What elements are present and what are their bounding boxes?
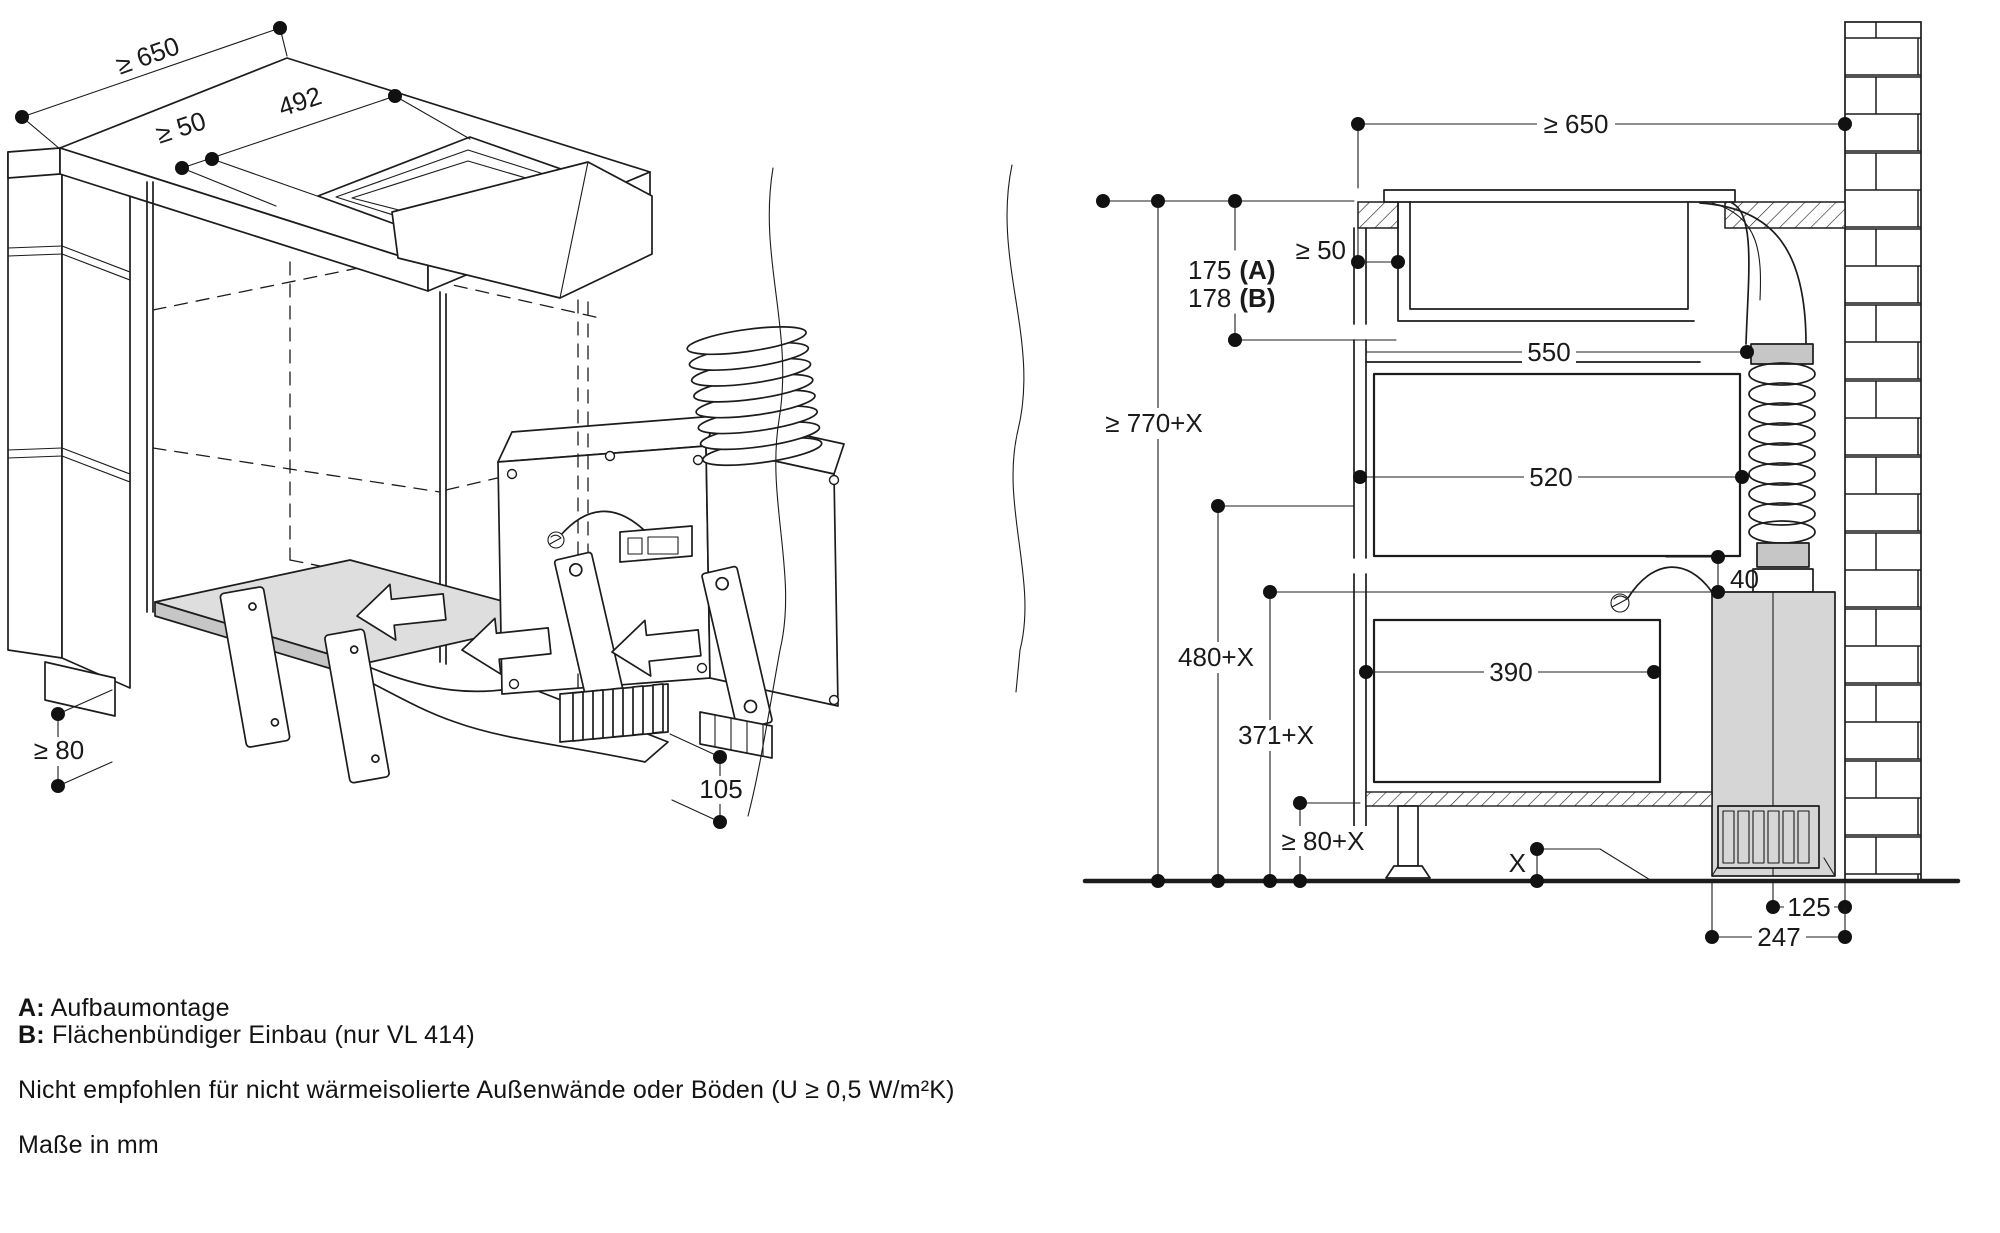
dim-height-480-label: 480+X (1178, 642, 1254, 672)
cut-boundary (747, 167, 787, 817)
dim-height-371-label: 371+X (1238, 720, 1314, 750)
duct-chimney (1711, 591, 1836, 877)
cabinet-bottom-panel (1365, 791, 1713, 807)
duct-transition (391, 161, 653, 299)
worktop-section (1357, 189, 1846, 229)
dim-duct-center-label: 125 (1787, 892, 1830, 922)
dim-duct-gap-label: 40 (1730, 564, 1759, 594)
dim-niche-depth-label: 550 (1527, 337, 1570, 367)
dim-edge-clearance-label: ≥ 50 (1296, 235, 1346, 265)
dim-drawer-depth-label: 390 (1489, 657, 1532, 687)
dim-depth-b-label: 178(B) (1188, 283, 1275, 313)
cover-panel (219, 586, 291, 748)
dim-inner-depth-label: 520 (1529, 462, 1572, 492)
exhaust-grille (559, 683, 773, 759)
lower-drawer-box (1372, 618, 1662, 784)
right-dimensions: ≥ 650 175(A) 178(B) ≥ 50 550 520 (1096, 107, 1852, 952)
cooktop-tub-section (1397, 201, 1807, 345)
cut-boundary (1006, 164, 1026, 693)
power-cable (1610, 566, 1713, 613)
dim-plinth-height-label: ≥ 80+X (1282, 826, 1365, 856)
dim-x-variable-label: X (1509, 848, 1526, 878)
dim-worktop-height-label: ≥ 770+X (1105, 408, 1202, 438)
legend-text-a: Aufbaumontage (50, 994, 230, 1022)
cabinet-section (1353, 227, 1742, 879)
dim-outlet-height-label: 105 (699, 774, 742, 804)
blower-unit (497, 415, 845, 707)
exhaust-grille (1717, 805, 1820, 869)
flex-hose (686, 326, 823, 467)
tall-cabinet (7, 149, 131, 717)
installation-drawing: ≥ 650 ≥ 50 492 ≥ 80 105 (7, 21, 1961, 952)
legend-key-a: A: (18, 994, 45, 1022)
dim-duct-depth-label: 247 (1757, 922, 1800, 952)
cover-panel (324, 628, 390, 784)
power-cable (547, 510, 645, 549)
legend-line-b: B: Flächenbündiger Einbau (nur VL 414) (18, 1021, 475, 1050)
flex-duct (1748, 343, 1816, 593)
insulation-note: Nicht empfohlen für nicht wärmeisolierte… (18, 1076, 955, 1104)
dim-plinth-height-label: ≥ 80 (34, 735, 84, 765)
right-section-diagram: ≥ 650 175(A) 178(B) ≥ 50 550 520 (1006, 21, 1961, 952)
left-isometric-diagram: ≥ 650 ≥ 50 492 ≥ 80 105 (7, 21, 845, 829)
brick-wall (1844, 21, 1922, 882)
cabinet-foot (1385, 805, 1431, 879)
dim-depth-a-label: 175(A) (1188, 255, 1275, 285)
legend-key-b: B: (18, 1021, 45, 1049)
control-panel (619, 525, 693, 563)
dim-wall-clearance-label: ≥ 650 (1544, 109, 1609, 139)
dim-worktop-depth-label: ≥ 650 (112, 30, 183, 80)
legend-line-a: A: Aufbaumontage (18, 994, 230, 1023)
plinth (44, 661, 116, 717)
units-note: Maße in mm (18, 1131, 159, 1159)
screws (506, 450, 840, 706)
cabinet-stile-left (146, 181, 154, 613)
legend-text-b: Flächenbündiger Einbau (nur VL 414) (51, 1021, 475, 1049)
